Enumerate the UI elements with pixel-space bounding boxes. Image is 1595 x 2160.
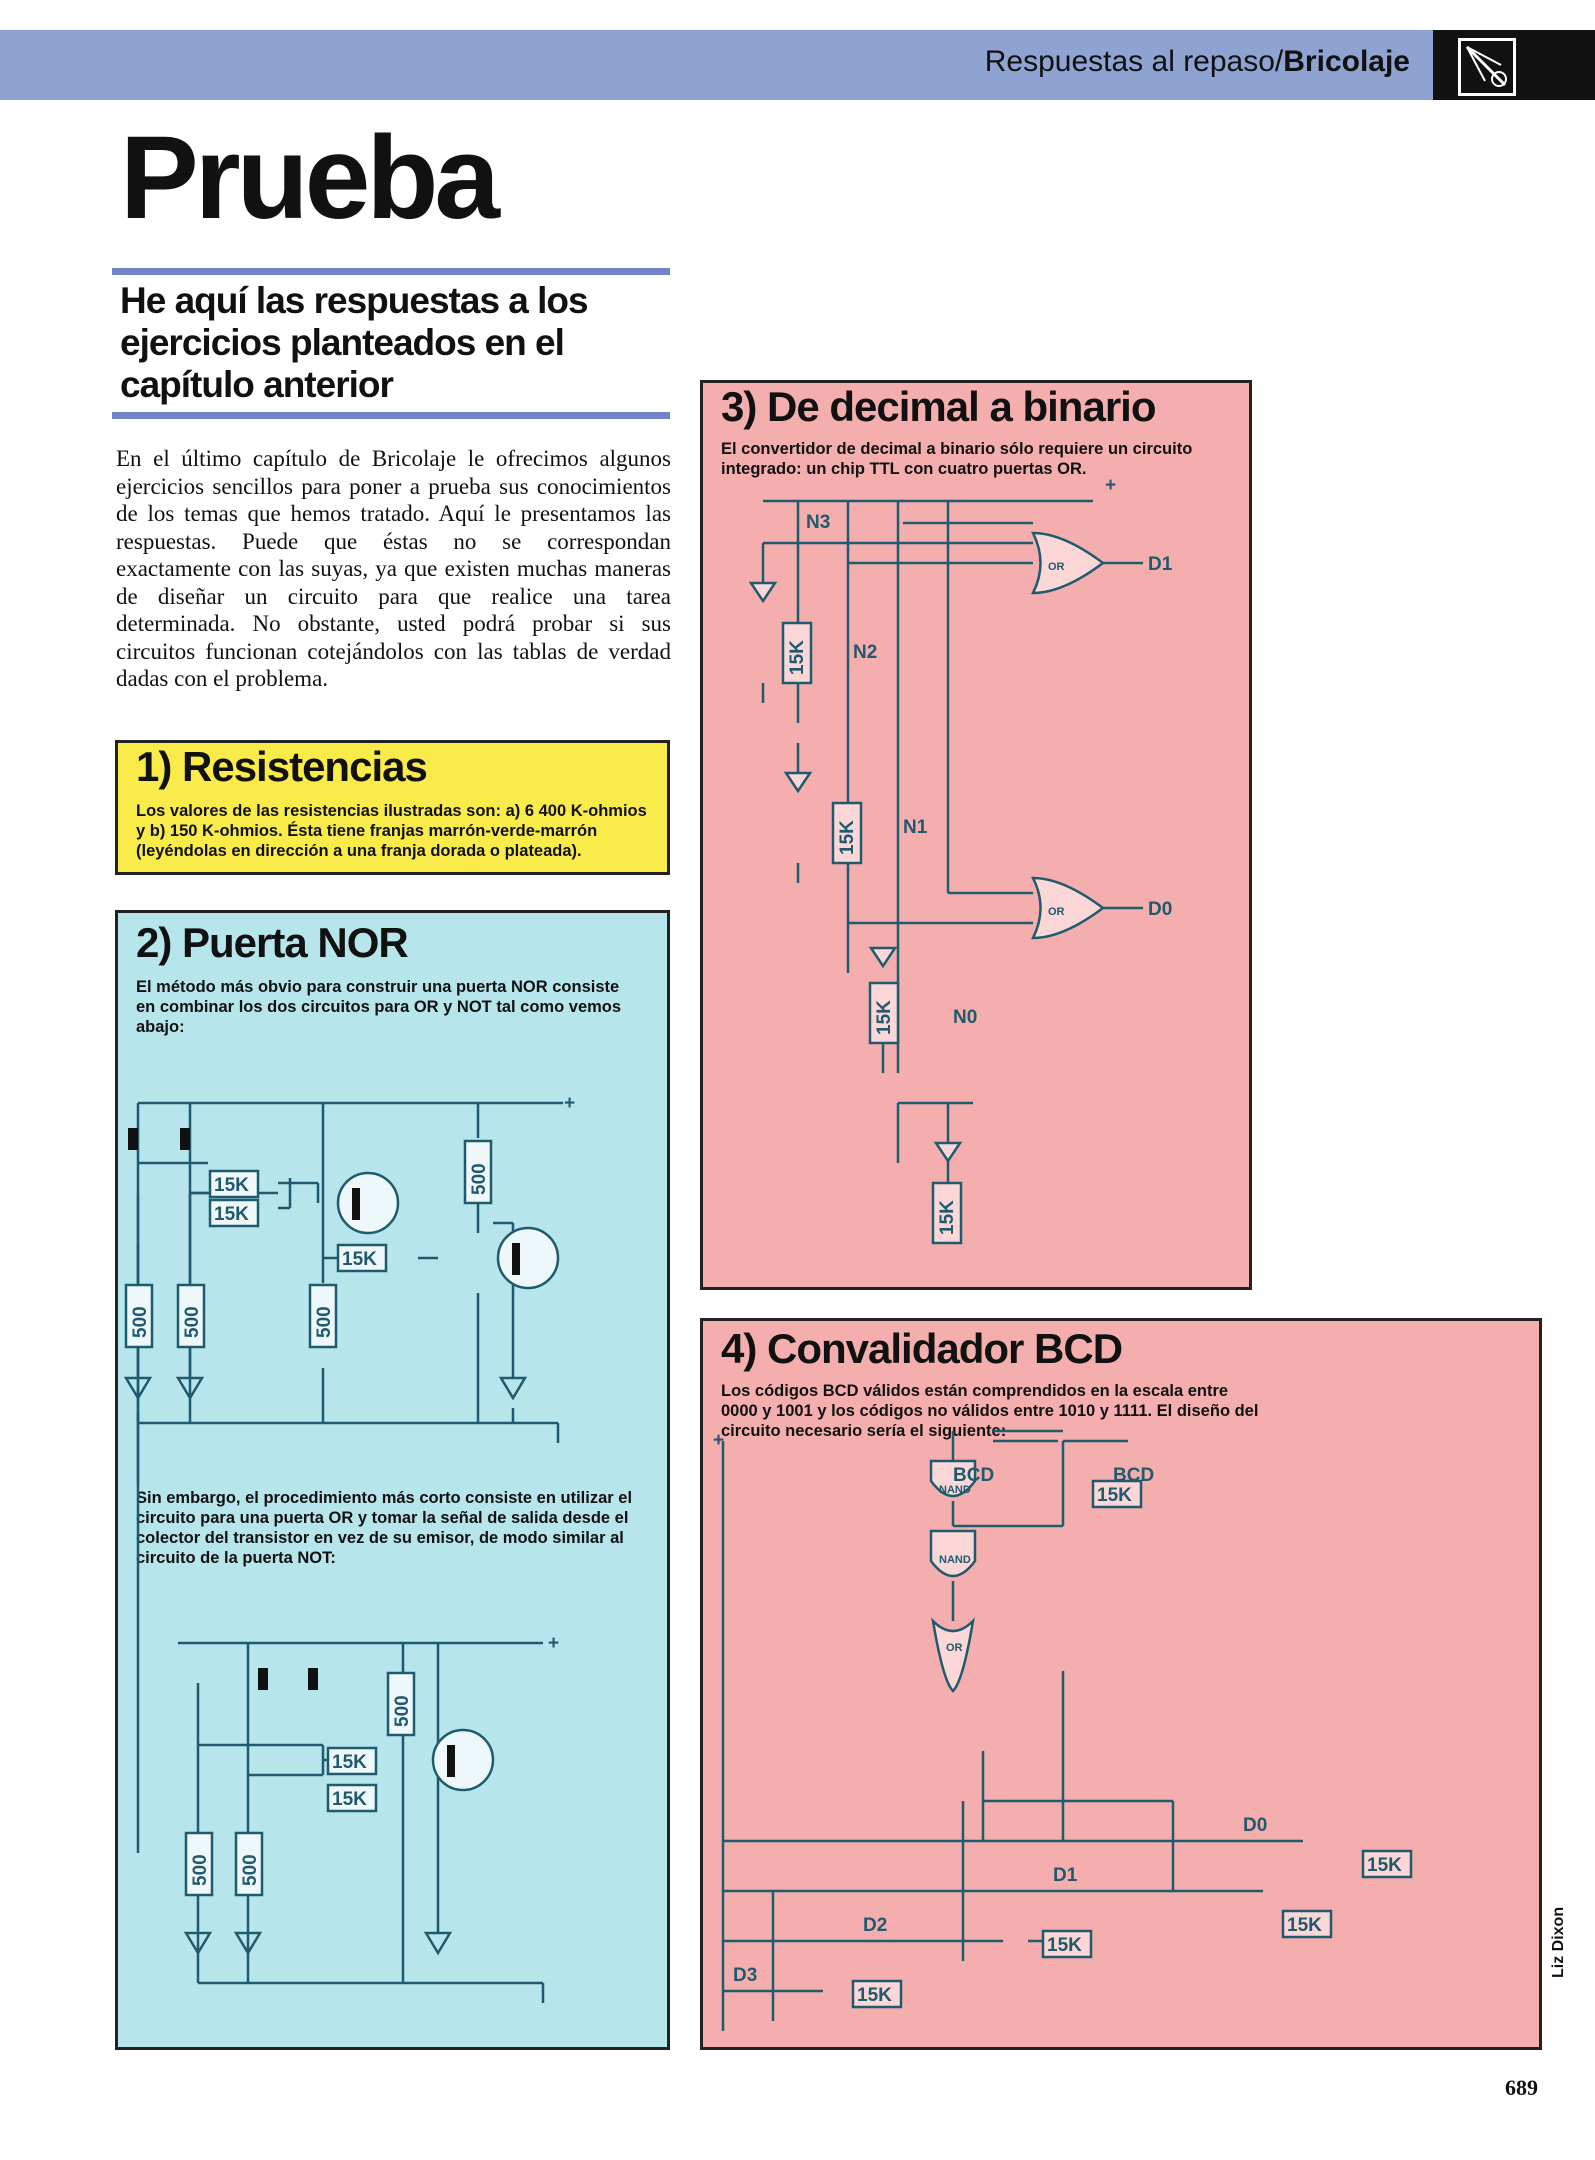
- output-label: D1: [1148, 554, 1173, 575]
- bcd-label: BCD: [953, 1465, 994, 1486]
- resistor-label: 15K: [1367, 1855, 1402, 1876]
- output-label: D0: [1148, 899, 1172, 920]
- gate-label: OR: [1048, 561, 1065, 573]
- section-name-bold: Bricolaje: [1283, 45, 1410, 78]
- section-text: Los códigos BCD válidos están comprendid…: [721, 1382, 1259, 1440]
- resistor-label: 15K: [1097, 1485, 1132, 1506]
- section-text-2: Sin embargo, el procedimiento más corto …: [136, 1489, 633, 1567]
- tool-icon: [1458, 38, 1516, 96]
- bcd-label: BCD: [1113, 1465, 1154, 1486]
- page-subtitle: He aquí las respuestas a los ejercicios …: [120, 280, 589, 405]
- page-title: Prueba: [120, 112, 500, 244]
- resistor-label: 15K: [214, 1175, 249, 1196]
- resistor-label: 500: [190, 1854, 211, 1886]
- gate-label: NAND: [939, 1484, 971, 1496]
- resistor-label: 15K: [857, 1985, 892, 2006]
- top-rule: [112, 268, 670, 275]
- section-heading: 2) Puerta NOR: [136, 919, 409, 966]
- plus-label: +: [1105, 475, 1116, 496]
- illustration-credit: Liz Dixon: [1550, 1906, 1567, 1978]
- input-label: D1: [1053, 1865, 1078, 1886]
- switch-label: N1: [903, 817, 928, 838]
- gate-label: NAND: [939, 1554, 971, 1566]
- resistor-label: 500: [182, 1306, 203, 1338]
- decimal-binary-circuit: OR OR + N3 N2 N1 N0 D1 D0 15K 15K 15K 15…: [748, 475, 1173, 1245]
- resistor-label: 500: [130, 1306, 151, 1338]
- bcd-circuit: NAND NAND OR + BCD BCD D0 D1 D2 D3 15K 1…: [713, 1429, 1413, 2031]
- input-label: D3: [733, 1965, 757, 1986]
- page-number: 689: [1505, 2075, 1538, 2100]
- resistor-label: 15K: [332, 1789, 367, 1810]
- resistor-label: 15K: [214, 1204, 249, 1225]
- plus-label: +: [713, 1430, 724, 1451]
- gate-label: OR: [946, 1642, 963, 1654]
- section-heading: 1) Resistencias: [136, 743, 428, 790]
- header-logo-block: [1433, 30, 1595, 100]
- resistor-label: 15K: [1287, 1915, 1322, 1936]
- resistor-label: 15K: [342, 1249, 377, 1270]
- resistor-label: 15K: [332, 1752, 367, 1773]
- section-decimal-binario: 3) De decimal a binario El convertidor d…: [700, 380, 1252, 1290]
- section-convalidador-bcd: 4) Convalidador BCD Los códigos BCD váli…: [700, 1318, 1542, 2050]
- section-heading: 4) Convalidador BCD: [721, 1325, 1123, 1372]
- resistor-label: 15K: [874, 1000, 895, 1035]
- resistor-label: 15K: [1047, 1935, 1082, 1956]
- section-heading: 3) De decimal a binario: [721, 383, 1156, 430]
- resistor-label: 500: [392, 1695, 413, 1727]
- resistor-label: 15K: [787, 640, 808, 675]
- plus-label: +: [548, 1633, 559, 1654]
- resistor-label: 15K: [937, 1200, 958, 1235]
- section-text: Los valores de las resistencias ilustrad…: [136, 802, 647, 860]
- section-resistencias: 1) Resistencias Los valores de las resis…: [115, 740, 670, 875]
- section-puerta-nor: 2) Puerta NOR El método más obvio para c…: [115, 910, 670, 2050]
- section-header: Respuestas al repaso/Bricolaje: [985, 45, 1410, 79]
- intro-paragraph: En el último capítulo de Bricolaje le of…: [116, 446, 671, 691]
- section-text: El convertidor de decimal a binario sólo…: [721, 440, 1193, 478]
- nor-circuit-diagrams: 15K 15K 15K 15K 15K + + 500 500 500 500 …: [123, 1093, 575, 2003]
- section-text: El método más obvio para construir una p…: [136, 978, 622, 1036]
- input-label: D2: [863, 1915, 887, 1936]
- resistor-label: 500: [469, 1163, 490, 1195]
- bottom-rule: [112, 412, 670, 419]
- switch-label: N3: [806, 512, 830, 533]
- resistor-label: 15K: [837, 820, 858, 855]
- header-band: [0, 30, 1595, 100]
- switch-label: N0: [953, 1007, 977, 1028]
- input-label: D0: [1243, 1815, 1267, 1836]
- resistor-label: 500: [314, 1306, 335, 1338]
- switch-label: N2: [853, 642, 877, 663]
- plus-label: +: [564, 1093, 575, 1114]
- resistor-label: 500: [240, 1854, 261, 1886]
- gate-label: OR: [1048, 906, 1065, 918]
- section-name: Respuestas al repaso/: [984, 45, 1284, 78]
